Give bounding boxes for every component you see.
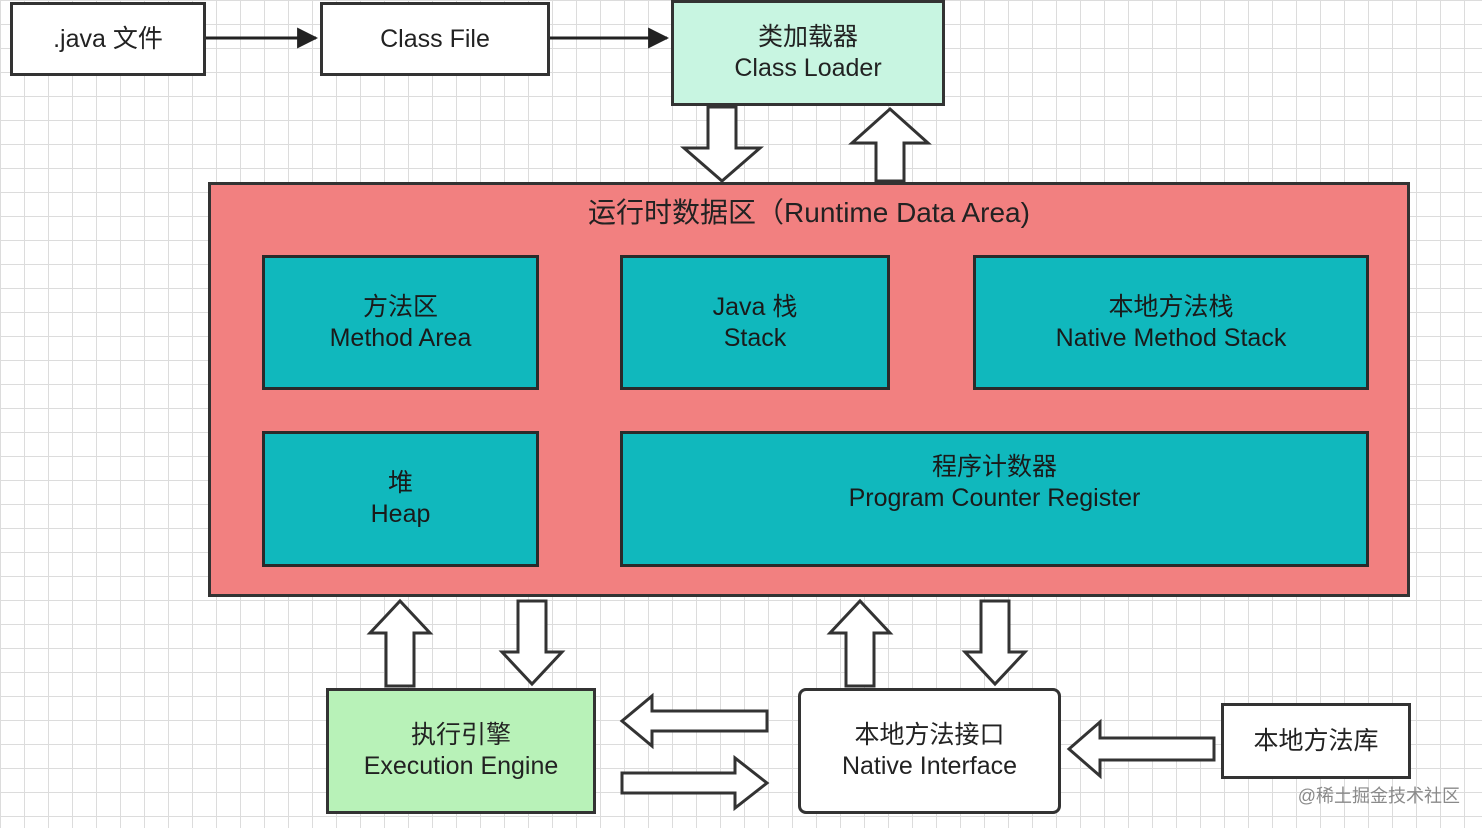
java-stack-en: Stack [723,323,787,352]
arrow-interface-to-engine [619,692,769,750]
arrow-runtime-to-interface [961,599,1029,687]
program-counter-node: 程序计数器 Program Counter Register [620,431,1369,567]
heap-node: 堆 Heap [262,431,539,567]
native-method-stack-node: 本地方法栈 Native Method Stack [973,255,1369,390]
arrow-runtime-to-loader [848,106,932,183]
heap-en: Heap [370,500,431,528]
java-stack-zh: Java 栈 [712,292,798,321]
native-library-label: 本地方法库 [1253,726,1379,755]
native-interface-en: Native Interface [841,752,1018,780]
method-area-node: 方法区 Method Area [262,255,539,390]
class-loader-node: 类加载器 Class Loader [671,0,945,106]
execution-engine-zh: 执行引擎 [410,721,511,749]
method-area-en: Method Area [329,323,472,352]
arrow-loader-to-runtime [679,105,765,183]
method-area-zh: 方法区 [362,292,438,321]
native-method-stack-en: Native Method Stack [1055,323,1287,352]
native-method-stack-zh: 本地方法栈 [1108,292,1234,321]
arrow-library-to-interface [1066,718,1216,780]
native-interface-zh: 本地方法接口 [854,721,1005,749]
java-stack-node: Java 栈 Stack [620,255,890,390]
program-counter-en: Program Counter Register [848,484,1141,512]
java-file-node: .java 文件 [10,2,206,76]
arrow-runtime-to-engine [498,599,566,687]
execution-engine-en: Execution Engine [363,752,559,780]
class-loader-en: Class Loader [734,54,882,82]
program-counter-zh: 程序计数器 [931,453,1057,481]
class-file-node: Class File [320,2,550,76]
native-library-node: 本地方法库 [1221,703,1411,779]
runtime-data-area-title: 运行时数据区（Runtime Data Area) [588,197,1030,228]
arrow-engine-to-runtime [366,598,434,688]
arrow-engine-to-interface [620,754,770,812]
watermark: @稀土掘金技术社区 [1297,786,1460,806]
native-interface-node: 本地方法接口 Native Interface [798,688,1061,814]
execution-engine-node: 执行引擎 Execution Engine [326,688,596,814]
heap-zh: 堆 [387,469,413,497]
arrow-interface-to-runtime [826,598,894,688]
class-loader-zh: 类加载器 [757,23,858,51]
java-file-label: .java 文件 [53,24,163,53]
class-file-label: Class File [380,24,490,53]
